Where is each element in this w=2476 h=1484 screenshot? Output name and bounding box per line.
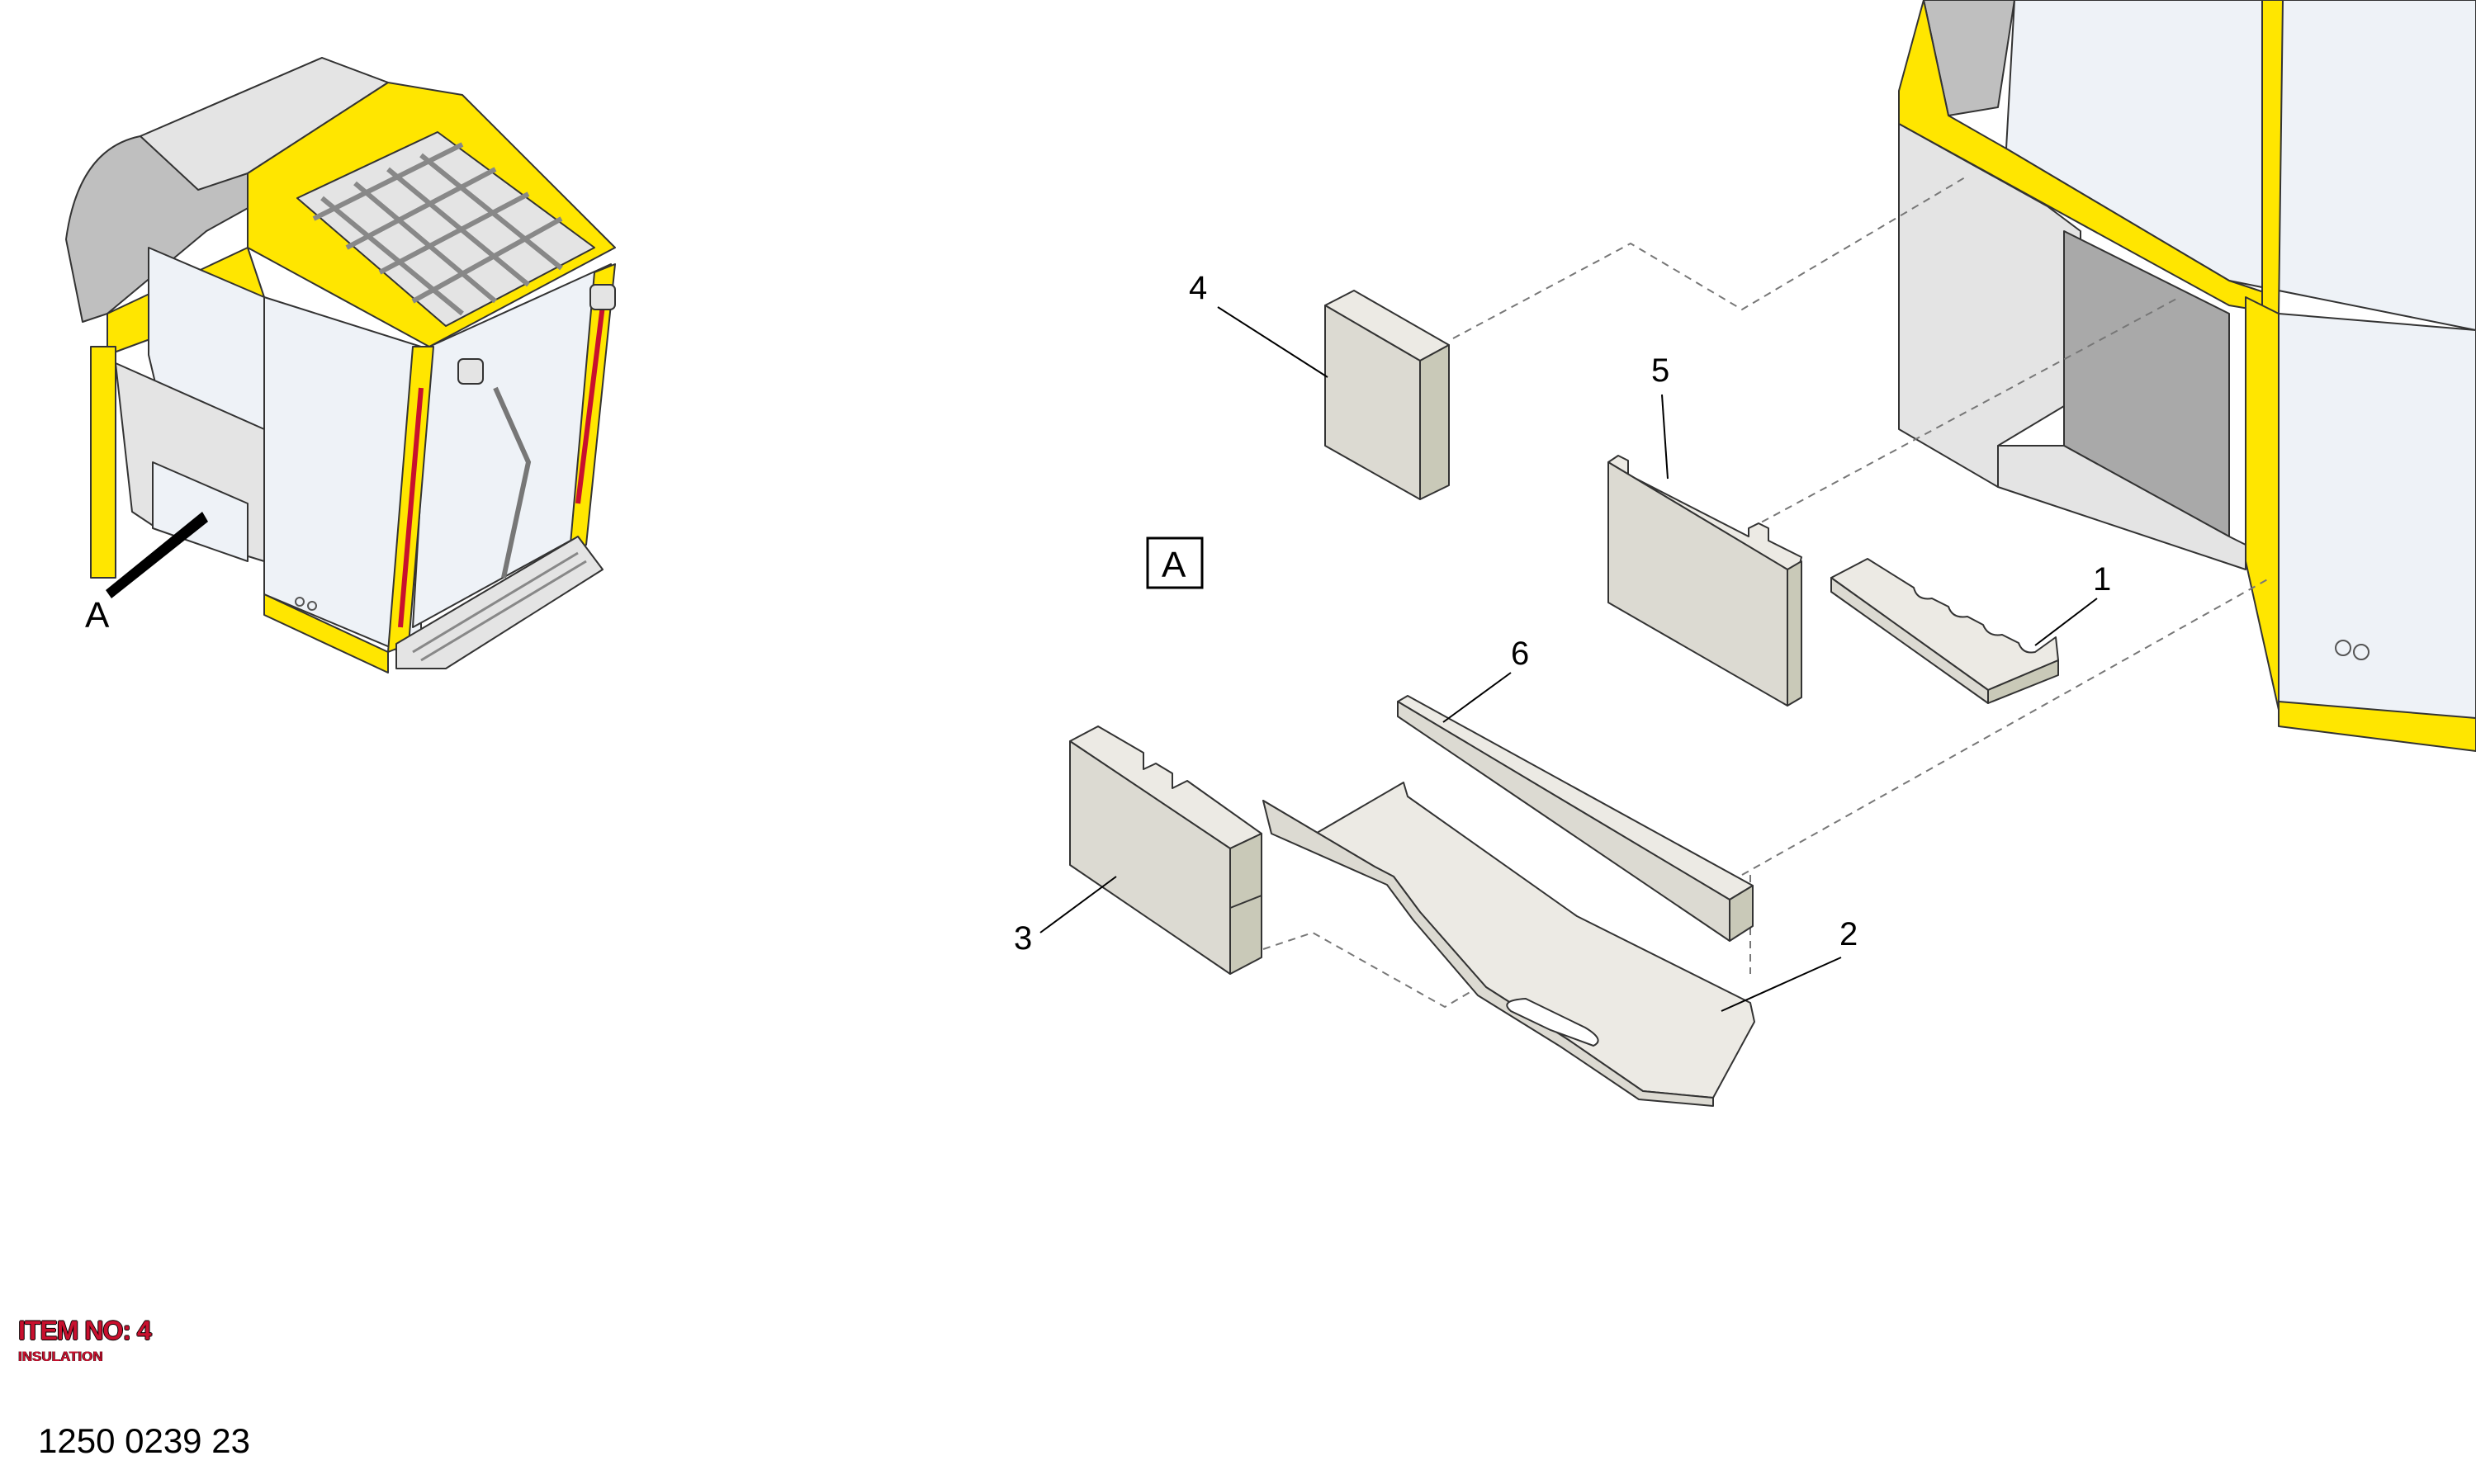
cab-section	[1898, 0, 2476, 752]
callout-4: 4	[1189, 270, 1328, 378]
item-title: ITEM NO: 4	[18, 1316, 152, 1345]
callout-label-3: 3	[1014, 920, 1032, 957]
callout-2: 2	[1721, 916, 1858, 1012]
callout-label-6: 6	[1511, 636, 1529, 672]
document-number: 1250 0239 23	[38, 1421, 250, 1460]
view-marker-label: A	[85, 595, 110, 636]
callout-label-5: 5	[1651, 352, 1669, 389]
insulation-part-2	[1262, 782, 1755, 1107]
insulation-part-3	[1069, 725, 1262, 975]
callout-5: 5	[1651, 352, 1669, 480]
insulation-part-6	[1397, 695, 1754, 942]
callout-6: 6	[1442, 636, 1529, 723]
view-marker-a: A	[85, 512, 208, 636]
cab-overview	[65, 57, 616, 673]
view-box-a: A	[1146, 536, 1204, 589]
callout-label-2: 2	[1839, 916, 1858, 952]
insulation-part-5	[1607, 455, 1802, 707]
item-subtitle: INSULATION	[18, 1349, 103, 1364]
callout-3: 3	[1014, 876, 1117, 957]
callout-label-1: 1	[2093, 561, 2111, 598]
roof-grille	[296, 131, 595, 327]
insulation-part-4	[1324, 290, 1450, 500]
callout-1: 1	[2034, 561, 2111, 646]
insulation-part-1	[1830, 558, 2059, 704]
callout-label-4: 4	[1189, 270, 1207, 306]
view-box-label: A	[1162, 545, 1186, 585]
